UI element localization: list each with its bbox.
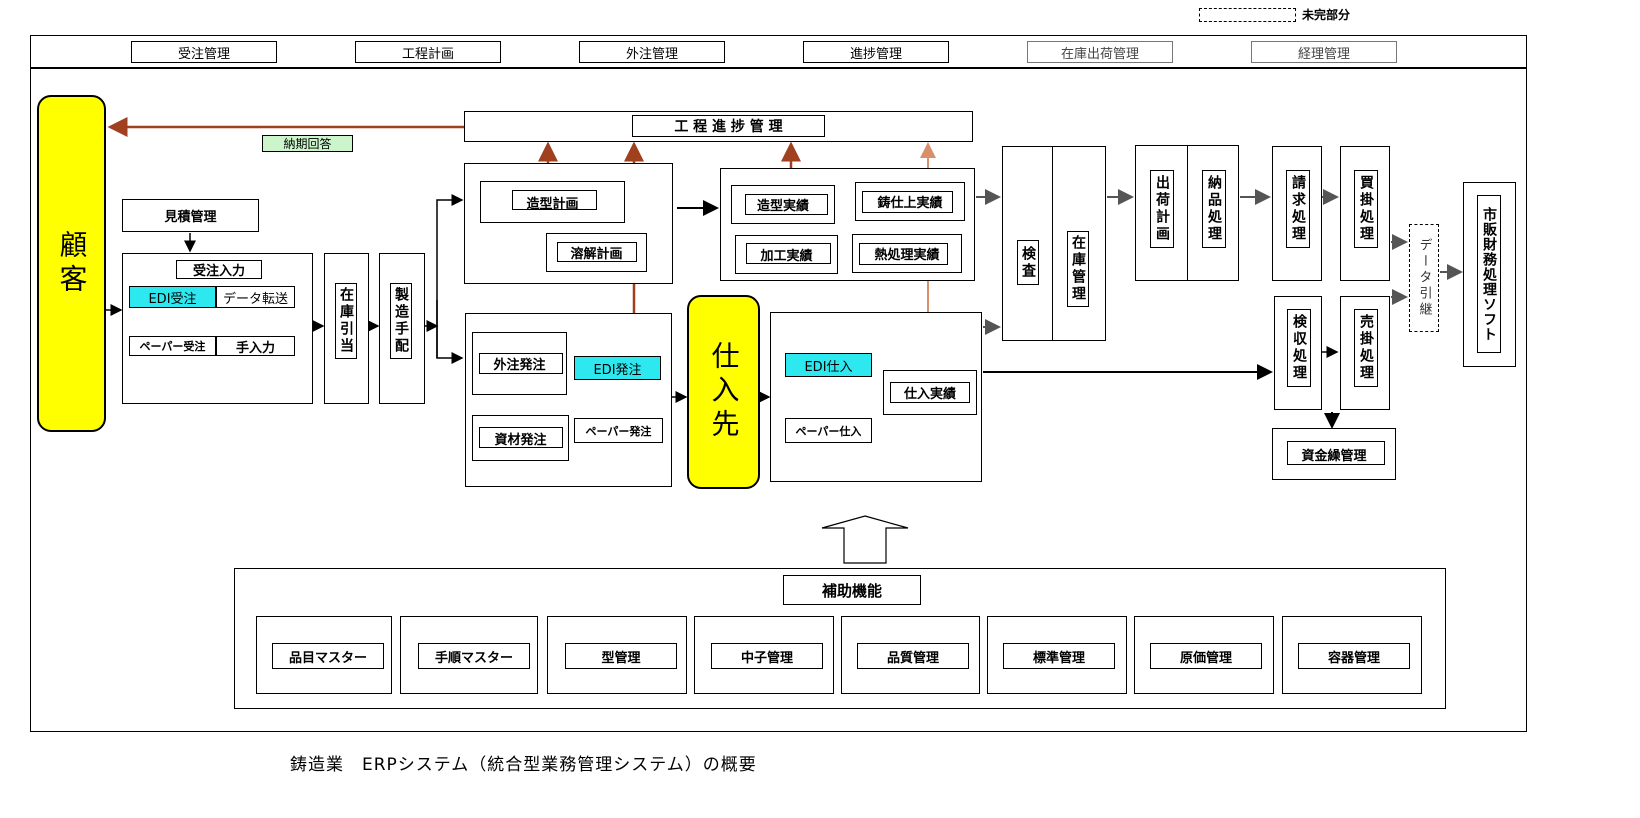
tab-order-mgmt[interactable]: 受注管理 bbox=[131, 41, 277, 63]
edi-outsource-order[interactable]: EDI発注 bbox=[574, 356, 661, 380]
purchase-result[interactable]: 仕入実績 bbox=[883, 370, 977, 415]
billing-process[interactable]: 請求処理 bbox=[1286, 170, 1310, 248]
aux-item-container-mgmt-label: 容器管理 bbox=[1298, 643, 1410, 669]
accounting-soft[interactable]: 市販財務処理ソフト bbox=[1477, 195, 1501, 353]
edi-order-label: EDI受注 bbox=[129, 286, 216, 308]
customer-box[interactable]: 顧客 bbox=[37, 95, 106, 432]
inspection-label[interactable]: 検査 bbox=[1017, 240, 1039, 285]
molding-plan[interactable]: 造型計画 bbox=[480, 181, 625, 223]
progress-mgmt-label: 工 程 進 捗 管 理 bbox=[632, 115, 825, 137]
receivable-process[interactable]: 売掛処理 bbox=[1354, 309, 1378, 387]
paper-purchase[interactable]: ペーパー仕入 bbox=[785, 418, 872, 443]
shipping-plan[interactable]: 出荷計画 bbox=[1150, 170, 1174, 248]
supplier-box[interactable]: 仕入先 bbox=[687, 295, 760, 489]
aux-item-core-mgmt-label: 中子管理 bbox=[711, 643, 823, 669]
cash-mgmt-inner bbox=[1287, 441, 1385, 465]
tab-process-plan[interactable]: 工程計画 bbox=[355, 41, 501, 63]
acceptance-process[interactable]: 検収処理 bbox=[1287, 309, 1311, 387]
legend-label: 未完部分 bbox=[1302, 8, 1351, 22]
finishing-result[interactable]: 鋳仕上実績 bbox=[855, 182, 965, 221]
heat-result[interactable]: 熱処理実績 bbox=[852, 234, 962, 273]
molding-result[interactable]: 造型実績 bbox=[731, 185, 835, 224]
cash-mgmt[interactable]: 資金繰管理 bbox=[1272, 428, 1396, 480]
aux-item-item-master-label: 品目マスター bbox=[272, 643, 384, 669]
paper-order-label: ペーパー受注 bbox=[129, 336, 216, 356]
order-entry-label: 受注入力 bbox=[176, 260, 262, 279]
delivery-answer-label: 納期回答 bbox=[262, 135, 353, 152]
tab-accounting[interactable]: 経理管理 bbox=[1251, 41, 1397, 63]
shipping-divider bbox=[1187, 145, 1188, 281]
diagram-caption: 鋳造業 ERPシステム（統合型業務管理システム）の概要 bbox=[290, 755, 757, 775]
inventory-label[interactable]: 在庫管理 bbox=[1067, 231, 1089, 307]
outsource-order[interactable]: 外注発注 bbox=[472, 332, 567, 395]
aux-item-standard-mgmt-label: 標準管理 bbox=[1003, 643, 1115, 669]
machining-result[interactable]: 加工実績 bbox=[735, 235, 838, 274]
material-order[interactable]: 資材発注 bbox=[472, 415, 569, 461]
tab-outsourcing[interactable]: 外注管理 bbox=[579, 41, 725, 63]
data-handover[interactable]: データ引継 bbox=[1409, 224, 1439, 332]
estimate-mgmt[interactable]: 見積管理 bbox=[122, 199, 259, 232]
mfg-arrangement-label[interactable]: 製造手配 bbox=[390, 283, 412, 359]
machining-result-inner bbox=[746, 243, 831, 264]
material-order-inner bbox=[479, 427, 563, 448]
melting-plan[interactable]: 溶解計画 bbox=[546, 233, 647, 272]
finishing-result-inner bbox=[862, 191, 953, 213]
tab-bar-divider bbox=[30, 67, 1527, 69]
aux-item-procedure-master-label: 手順マスター bbox=[418, 643, 530, 669]
aux-item-pattern-mgmt-label: 型管理 bbox=[565, 643, 677, 669]
stock-allocation-label[interactable]: 在庫引当 bbox=[335, 283, 357, 359]
legend-dashed-box bbox=[1199, 8, 1296, 22]
aux-item-quality-mgmt-label: 品質管理 bbox=[857, 643, 969, 669]
melting-plan-inner bbox=[557, 242, 637, 262]
molding-result-inner bbox=[745, 194, 828, 215]
data-transfer-label: データ転送 bbox=[216, 286, 295, 308]
outsource-order-inner bbox=[479, 353, 563, 374]
molding-plan-inner bbox=[512, 190, 597, 210]
tab-progress[interactable]: 進捗管理 bbox=[803, 41, 949, 63]
payable-process[interactable]: 買掛処理 bbox=[1354, 170, 1378, 248]
manual-entry-label: 手入力 bbox=[216, 336, 295, 356]
edi-purchase[interactable]: EDI仕入 bbox=[785, 353, 872, 377]
heat-result-inner bbox=[859, 243, 948, 265]
inspection-divider bbox=[1052, 146, 1053, 341]
paper-outsource-order[interactable]: ペーパー発注 bbox=[574, 418, 663, 443]
delivery-process[interactable]: 納品処理 bbox=[1202, 170, 1226, 248]
tab-inventory-shipping[interactable]: 在庫出荷管理 bbox=[1027, 41, 1173, 63]
aux-item-cost-mgmt-label: 原価管理 bbox=[1150, 643, 1262, 669]
purchase-result-inner bbox=[890, 382, 970, 403]
aux-title: 補助機能 bbox=[783, 575, 921, 605]
